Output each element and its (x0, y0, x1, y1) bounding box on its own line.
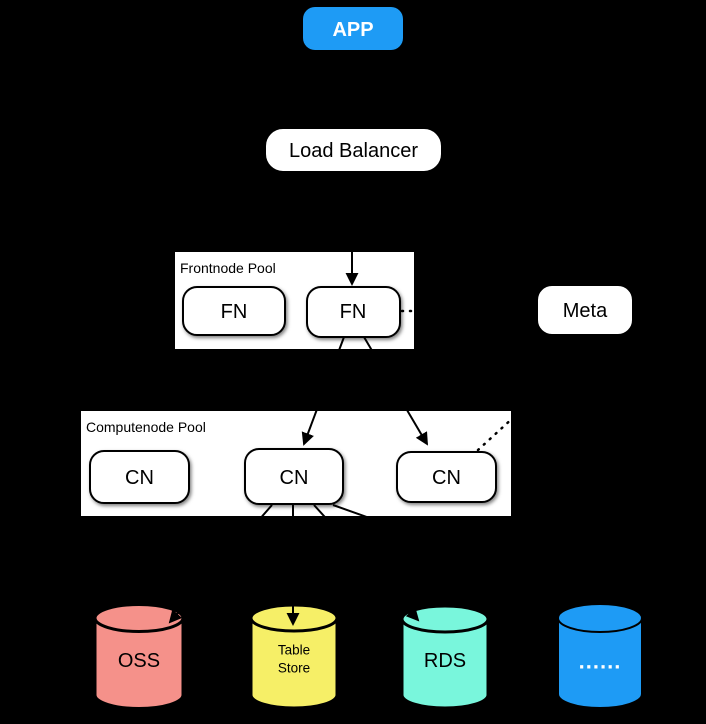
arrow-cn2-to-more-storage (332, 504, 585, 597)
arrow-cn2-to-rds (313, 504, 420, 622)
cn-node-2-label: CN (280, 467, 309, 489)
load-balancer-node (264, 127, 443, 173)
app-label: APP (332, 19, 373, 41)
cn-node-3-label: CN (432, 467, 461, 489)
cn-node-1 (89, 450, 190, 504)
oss-cylinder-body (93, 618, 185, 710)
load-balancer-label: Load Balancer (289, 140, 418, 162)
frontnode-pool-title: Frontnode Pool (180, 260, 276, 276)
arrow-cn2-to-oss (168, 504, 273, 624)
more-storage-cylinder (557, 603, 643, 709)
computenode-pool-title: Computenode Pool (86, 419, 206, 435)
dotted-line-cn3-more (476, 391, 542, 452)
more-storage-cylinder-body (557, 618, 643, 709)
more-storage-label: ...... (579, 649, 622, 674)
cn-node-2 (244, 448, 344, 505)
rds-cylinder-top (400, 604, 490, 634)
arrow-fn2-to-cn3 (363, 336, 428, 446)
cn-node-1-label: CN (125, 467, 154, 489)
rds-cylinder (400, 604, 490, 710)
fn-node-1-label: FN (221, 301, 248, 323)
tablestore-label-line1: Table (278, 643, 310, 658)
fn-node-2 (306, 286, 401, 338)
meta-node (536, 284, 634, 336)
oss-cylinder (93, 603, 185, 710)
meta-label: Meta (563, 300, 608, 322)
arrow-fn2-to-cn2 (301, 336, 345, 446)
oss-cylinder-top (93, 603, 185, 633)
app-node (303, 7, 403, 50)
tablestore-cylinder-body (249, 618, 339, 710)
cn-node-3 (396, 451, 497, 503)
rds-label: RDS (424, 650, 466, 672)
fn-node-2-label: FN (340, 301, 367, 323)
oss-label: OSS (118, 650, 160, 672)
tablestore-label-line2: Store (278, 661, 310, 676)
rds-cylinder-body (400, 619, 490, 710)
more-storage-cylinder-top (557, 603, 643, 633)
fn-node-1 (182, 286, 286, 336)
